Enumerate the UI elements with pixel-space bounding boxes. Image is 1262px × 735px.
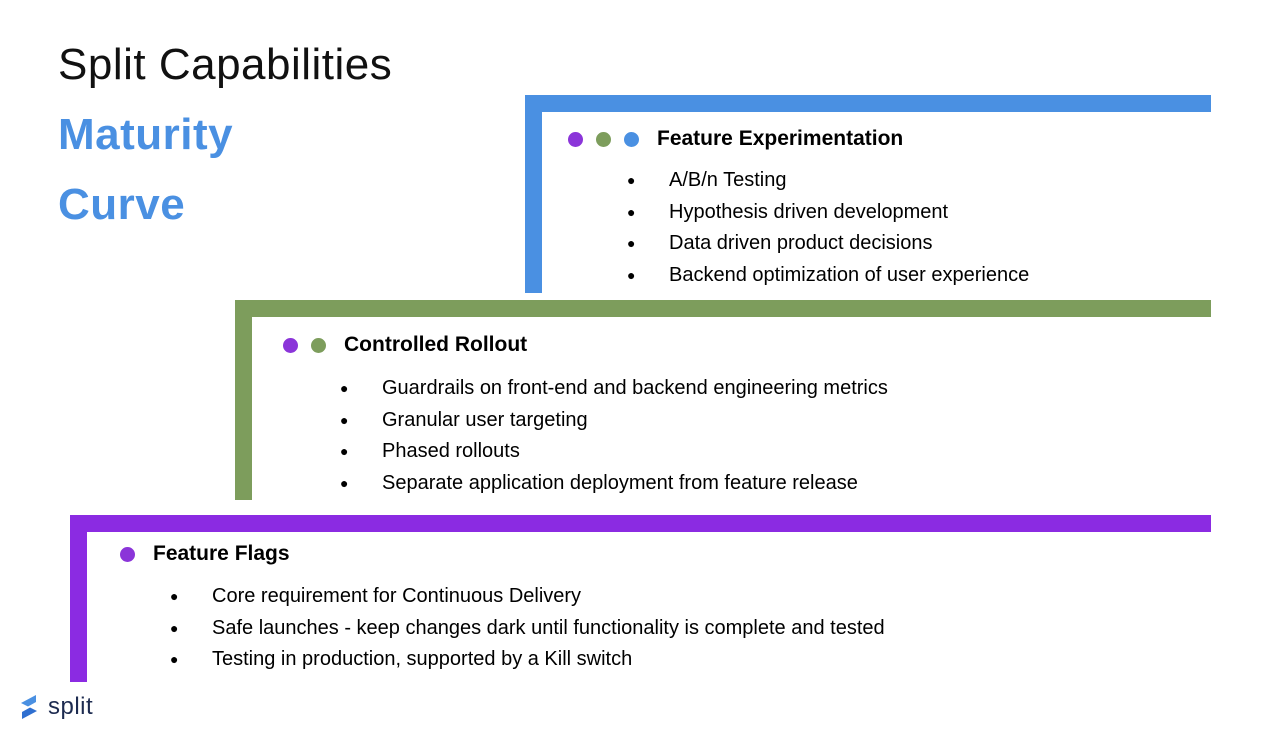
split-logo-icon [21,695,37,719]
section-controlled-rollout: Controlled Rollout Guardrails on front-e… [235,300,1211,500]
green-dot-icon [311,337,326,353]
page-title: Split Capabilities Maturity Curve [58,30,392,240]
section-title: Feature Experimentation [657,127,904,150]
purple-dot-icon [568,131,583,147]
bullet-list: A/B/n Testing Hypothesis driven developm… [627,165,1211,291]
section-header: Feature Flags [120,542,1211,566]
bullet-item: Safe launches - keep changes dark until … [170,613,1211,645]
bullet-item: Separate application deployment from fea… [340,468,1211,500]
section-header: Controlled Rollout [283,333,1211,357]
bullet-item: Hypothesis driven development [627,197,1211,229]
blue-dot-icon [624,131,639,147]
title-line-1: Split Capabilities [58,40,393,89]
section-title: Controlled Rollout [344,333,528,356]
section-header: Feature Experimentation [568,127,1211,151]
title-line-3: Curve [58,180,186,229]
bullet-list: Guardrails on front-end and backend engi… [340,373,1211,499]
title-line-2: Maturity [58,110,234,159]
split-logo: split [16,693,93,721]
section-feature-flags: Feature Flags Core requirement for Conti… [70,515,1211,682]
bullet-item: Data driven product decisions [627,228,1211,260]
bullet-item: Backend optimization of user experience [627,260,1211,292]
bullet-item: Guardrails on front-end and backend engi… [340,373,1211,405]
bullet-item: Granular user targeting [340,405,1211,437]
bullet-item: A/B/n Testing [627,165,1211,197]
green-dot-icon [596,131,611,147]
split-logo-text: split [48,693,94,720]
bullet-item: Phased rollouts [340,436,1211,468]
section-feature-experimentation: Feature Experimentation A/B/n Testing Hy… [525,95,1211,293]
bullet-item: Testing in production, supported by a Ki… [170,644,1211,676]
purple-dot-icon [283,337,298,353]
section-title: Feature Flags [153,542,290,565]
bullet-item: Core requirement for Continuous Delivery [170,581,1211,613]
purple-dot-icon [120,546,135,562]
bullet-list: Core requirement for Continuous Delivery… [170,581,1211,676]
